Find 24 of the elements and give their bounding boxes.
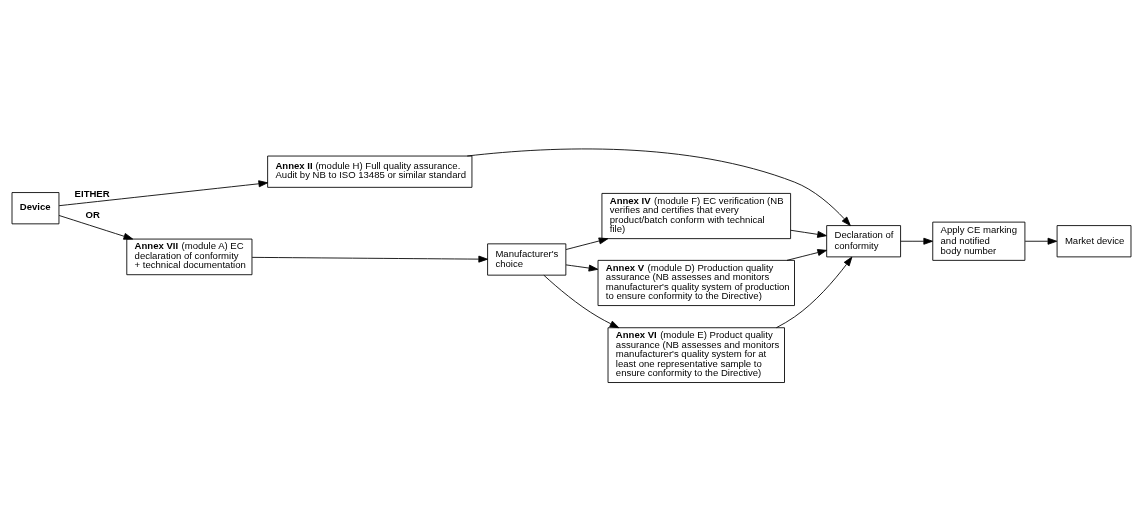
node-box: Market device	[1056, 224, 1132, 257]
arrow	[775, 256, 853, 328]
node-box: Annex VI (module E) Product quality assurance (NB assesses and monitors manufacturer's quality system for at least one representative sample to ensure conformity to the Directive)	[607, 326, 785, 383]
arrow	[58, 179, 269, 206]
node-box: Declaration of conformity	[826, 224, 901, 257]
arrow	[251, 255, 488, 263]
edge-label: EITHER	[74, 187, 110, 199]
edge-label: OR	[85, 208, 100, 220]
node-box: Annex V (module D) Production quality assurance (NB assesses and monitors manufacturer's quality system of production to ensure conformity to the Directive)	[597, 259, 795, 306]
arrow	[565, 263, 599, 272]
node-box: Annex IV (module F) EC verification (NB verifies and certifies that every product/batch conform with technical file)	[601, 192, 792, 239]
arrow	[58, 214, 134, 240]
arrow	[466, 148, 851, 226]
node-box: Apply CE marking and notified body number	[932, 221, 1026, 261]
arrow	[900, 237, 933, 245]
arrow	[565, 237, 609, 250]
arrow	[543, 274, 620, 328]
node-box: Annex VII (module A) EC declaration of conformity + technical documentation	[126, 238, 253, 275]
arrow	[1024, 237, 1058, 245]
node-box: Device	[11, 191, 60, 224]
arrow	[786, 248, 827, 261]
node-box: Annex II (module H) Full quality assurance. Audit by NB to ISO 13485 or similar standard	[267, 155, 473, 188]
arrow	[790, 229, 827, 238]
node-box: Manufacturer's choice	[487, 242, 567, 276]
